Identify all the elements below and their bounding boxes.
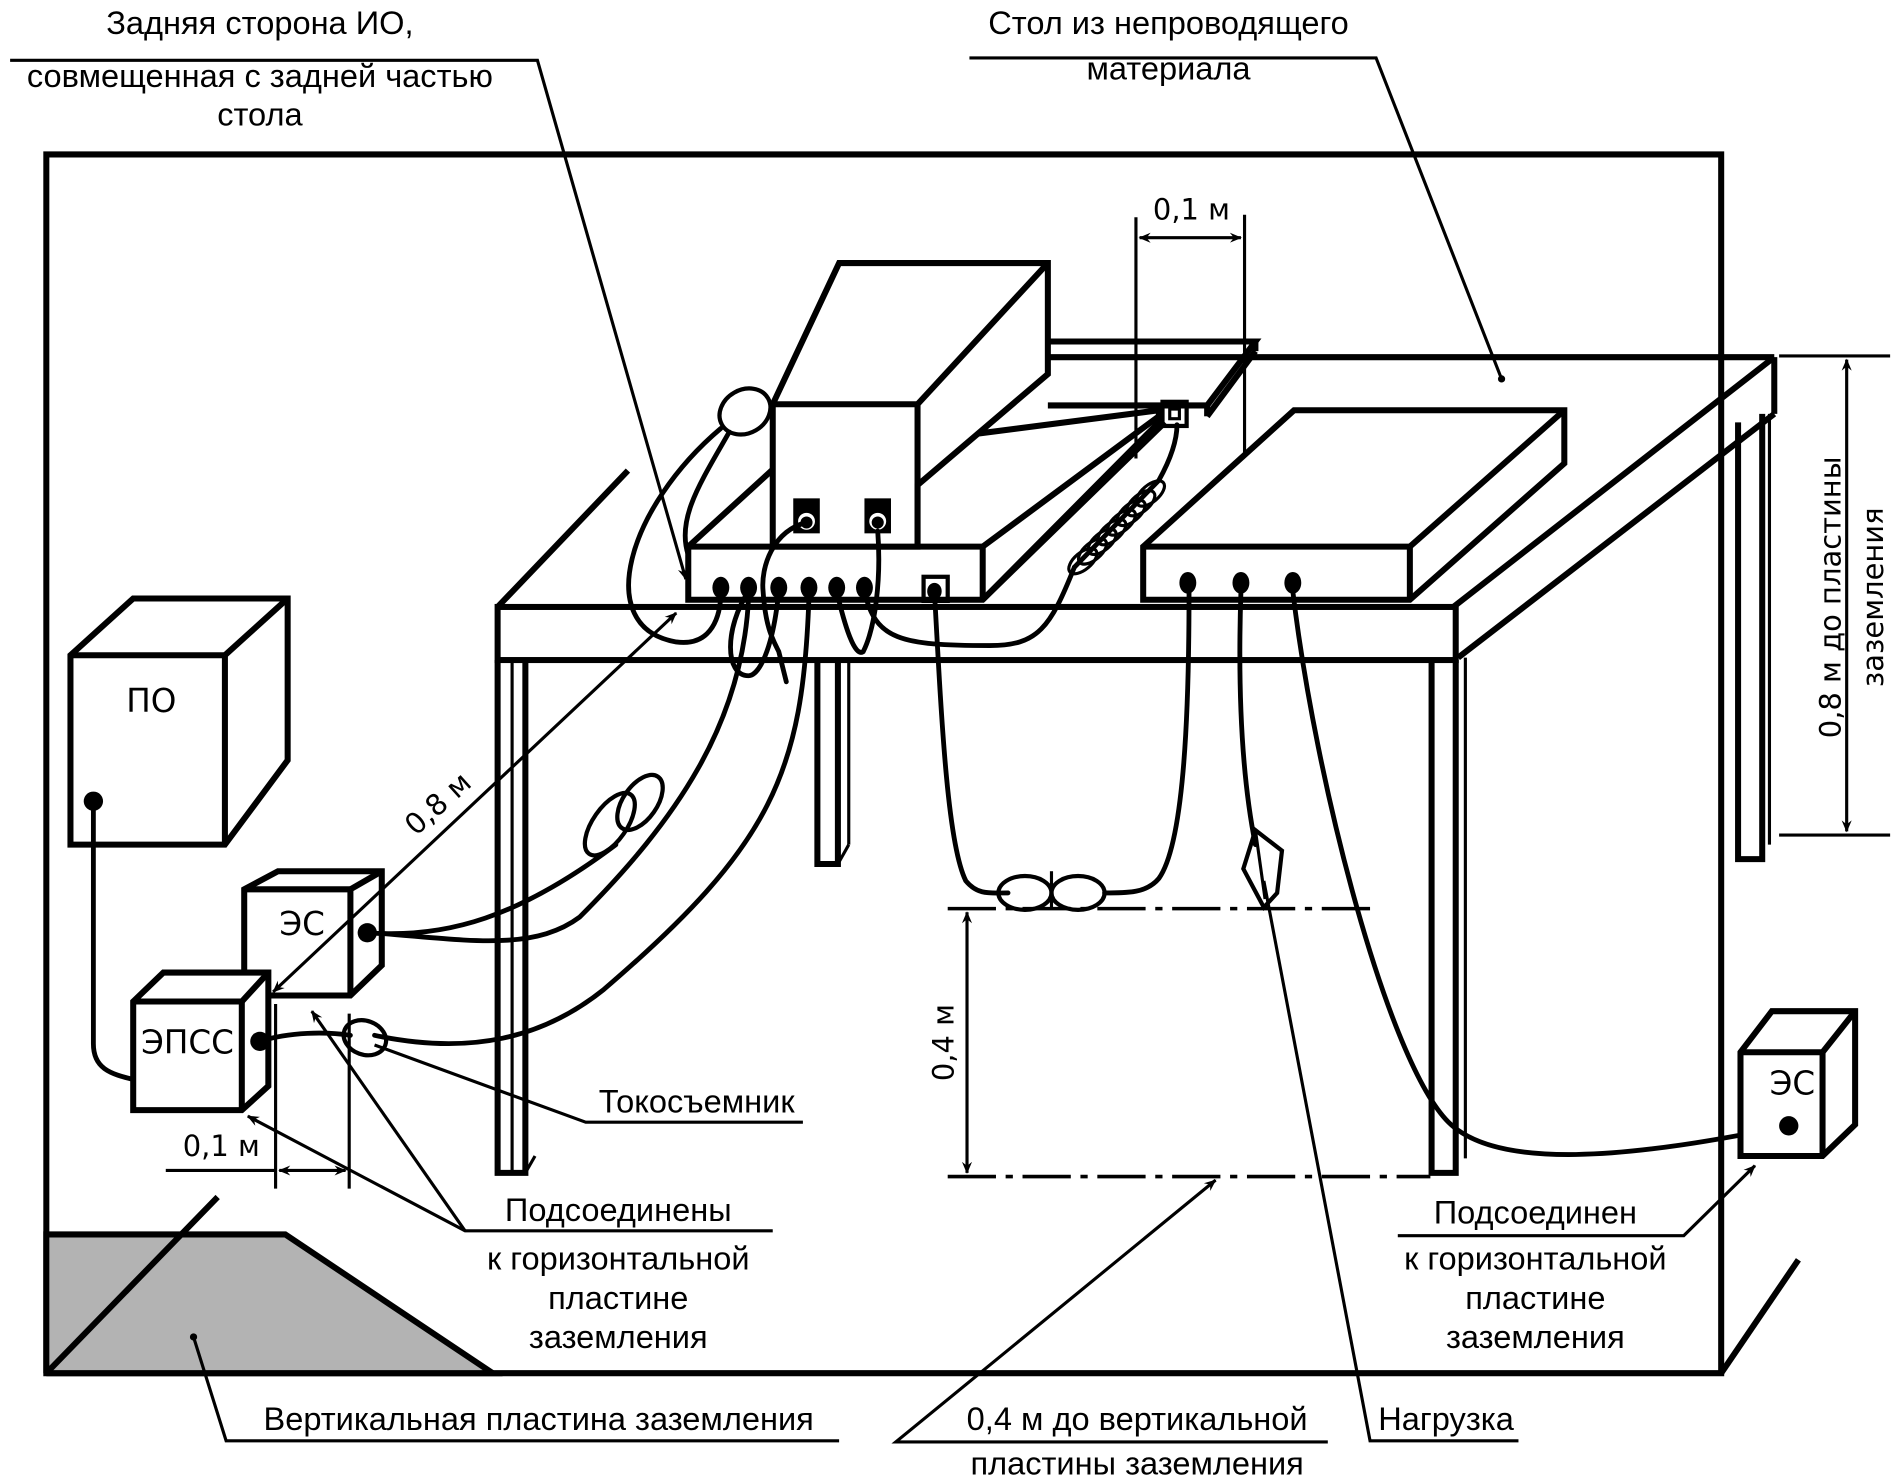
room-frame [43, 151, 1801, 1377]
box-epss: ЭПСС [130, 969, 389, 1114]
svg-text:Задняя сторона ИО,: Задняя сторона ИО, [106, 5, 413, 41]
dim-distance-diag-label: 0,8 м [398, 765, 478, 842]
coiled-cable [1067, 479, 1167, 576]
floor-edge-left [44, 1194, 220, 1376]
box-es-left-label: ЭС [279, 905, 325, 943]
dim-table-gap-label: 0,1 м [1153, 193, 1230, 227]
table [494, 354, 1778, 1176]
leaders [10, 56, 1757, 1444]
current-probe [341, 1018, 389, 1058]
dim-table-gap: 0,1 м [1134, 193, 1247, 459]
vertical-ground-plate [43, 1231, 503, 1377]
svg-text:Подсоединен: Подсоединен [1434, 1195, 1637, 1231]
box-es-right: ЭС [1737, 1008, 1859, 1160]
svg-text:0,4 м до вертикальной: 0,4 м до вертикальной [967, 1401, 1308, 1437]
svg-text:пластине: пластине [1465, 1280, 1605, 1316]
eut-main [685, 260, 1168, 604]
dim-cable-height: 0,4 м [927, 906, 1431, 1179]
label-current-probe: Токосъемник [599, 1084, 796, 1120]
ferrite-top [717, 386, 773, 437]
label-back-side: Задняя сторона ИО, совмещенная с задней … [27, 5, 493, 133]
svg-text:заземления: заземления [529, 1319, 708, 1355]
svg-text:к горизонтальной: к горизонтальной [1404, 1240, 1667, 1276]
svg-text:совмещенная с задней частью: совмещенная с задней частью [27, 58, 493, 94]
box-po-label: ПО [126, 682, 176, 720]
svg-text:Подсоединены: Подсоединены [505, 1192, 732, 1228]
svg-text:пластине: пластине [548, 1280, 688, 1316]
svg-text:материала: материала [1087, 51, 1252, 87]
dim-height-label-1: 0,8 м до пластины [1814, 456, 1848, 738]
cables-hanging [369, 588, 1784, 1157]
eut-ports [712, 576, 942, 600]
box-epss-label: ЭПСС [141, 1023, 234, 1061]
dim-distance-diag: 0,8 м [272, 611, 678, 994]
svg-text:стола: стола [217, 96, 303, 132]
dim-height-label-2: заземления [1856, 507, 1890, 687]
label-table-material: Стол из непроводящего материала [988, 5, 1349, 87]
svg-text:заземления: заземления [1446, 1319, 1625, 1355]
ferrite-clamp-right [1049, 873, 1107, 912]
back-unit [1047, 338, 1262, 429]
label-load: Нагрузка [1378, 1401, 1514, 1437]
label-connected-left: Подсоединены к горизонтальной пластине з… [487, 1192, 750, 1355]
label-vertical-plate: Вертикальная пластина заземления [263, 1401, 813, 1437]
svg-text:пластины заземления: пластины заземления [970, 1446, 1303, 1482]
box-es-left: ЭС [241, 842, 619, 999]
table-front-edge [494, 603, 1459, 664]
svg-text:к горизонтальной: к горизонтальной [487, 1240, 750, 1276]
box-es-right-label: ЭС [1770, 1064, 1816, 1102]
label-connected-right: Подсоединен к горизонтальной пластине за… [1404, 1195, 1667, 1355]
cables-top [626, 386, 1180, 684]
eut-right [1140, 407, 1568, 603]
dim-epss-gap-label: 0,1 м [183, 1129, 260, 1163]
dim-height-to-plate: 0,8 м до пластины заземления [1779, 354, 1891, 837]
load [1241, 826, 1285, 912]
svg-text:Стол из непроводящего: Стол из непроводящего [988, 5, 1349, 41]
dim-epss-gap: 0,1 м [165, 1003, 351, 1189]
label-distance-vertical: 0,4 м до вертикальной пластины заземлени… [967, 1401, 1308, 1482]
dim-cable-height-label: 0,4 м [927, 1004, 961, 1081]
floor-edge-right [1718, 1258, 1801, 1375]
